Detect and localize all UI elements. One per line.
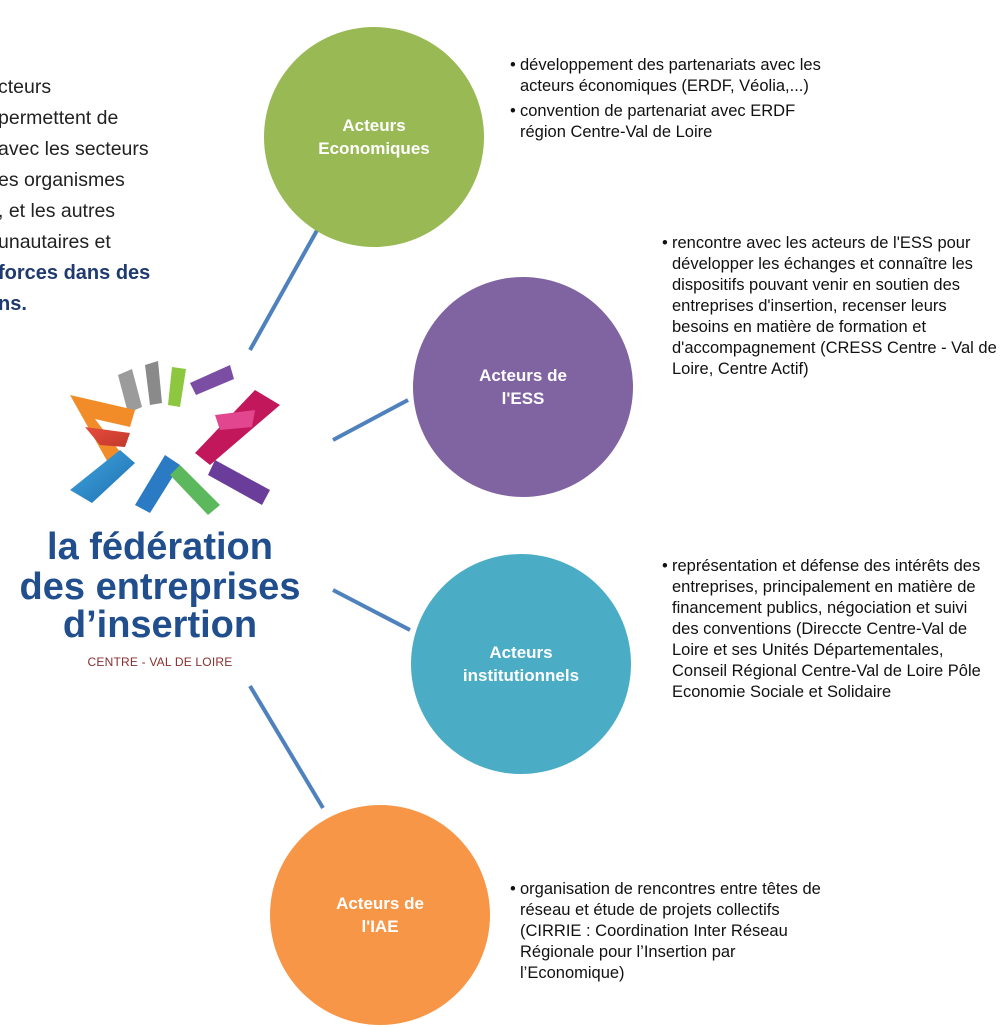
bullet-item: •développement des partenariats avec les… (510, 56, 821, 95)
intro-line: unautaires et (0, 231, 111, 253)
connector-economiques (248, 224, 322, 351)
bullet-item: •rencontre avec les acteurs de l'ESS pou… (662, 234, 997, 378)
intro-line: es organismes (0, 169, 125, 191)
logo-text-line-2: des entreprises (19, 566, 301, 608)
intro-highlight-line: ns. (0, 293, 27, 315)
bullet-icon: • (662, 234, 668, 252)
logo-subtitle: CENTRE - VAL DE LOIRE (87, 655, 233, 669)
node-label-line: institutionnels (462, 666, 580, 685)
node-label-line: Acteurs (342, 116, 406, 135)
intro-line: avec les secteurs (0, 138, 149, 160)
node-label-line: Acteurs (489, 643, 553, 662)
node-acteurs-institutionnels: Acteurs institutionnels (411, 554, 631, 774)
description-iae: •organisation de rencontres entre têtes … (510, 879, 840, 988)
federation-logo-icon (70, 361, 280, 515)
logo-text-line-3: d’insertion (62, 604, 258, 646)
bullet-icon: • (662, 557, 668, 575)
connector-ess (332, 398, 409, 442)
bullet-item: •représentation et défense des intérêts … (662, 557, 981, 701)
intro-highlight-line: forces dans des (0, 262, 151, 284)
intro-line: cteurs (0, 76, 52, 98)
intro-text: cteurs permettent de avec les secteurs e… (0, 72, 243, 320)
node-label-line: l'IAE (361, 917, 399, 936)
bullet-icon: • (510, 56, 516, 74)
connector-institutionnels (332, 588, 411, 632)
intro-line: permettent de (0, 107, 119, 129)
node-label-line: Acteurs de (479, 366, 567, 385)
description-institutionnels: •représentation et défense des intérêts … (662, 556, 997, 707)
bullet-icon: • (510, 102, 516, 120)
node-acteurs-economiques: Acteurs Economiques (264, 27, 484, 247)
node-label-line: Acteurs de (336, 894, 424, 913)
bullet-icon: • (510, 880, 516, 898)
connector-iae (248, 684, 325, 810)
description-economiques: •développement des partenariats avec les… (510, 55, 840, 147)
intro-line: , et les autres (0, 200, 116, 222)
node-label-line: Economiques (318, 139, 430, 158)
node-label-line: l'ESS (501, 389, 545, 408)
description-ess: •rencontre avec les acteurs de l'ESS pou… (662, 233, 997, 384)
bullet-item: •organisation de rencontres entre têtes … (510, 880, 821, 982)
node-acteurs-iae: Acteurs de l'IAE (270, 805, 490, 1025)
bullet-item: •convention de partenariat avec ERDF rég… (510, 102, 796, 141)
logo-text-line-1: la fédération (47, 526, 273, 568)
node-acteurs-ess: Acteurs de l'ESS (413, 277, 633, 497)
